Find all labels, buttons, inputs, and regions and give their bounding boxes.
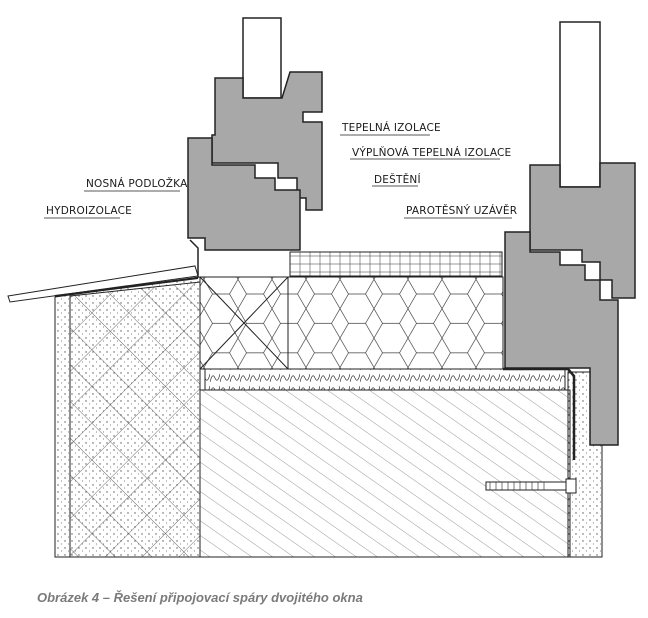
anchor-screw: [485, 478, 577, 494]
thermal-insulation: [199, 276, 504, 370]
outer-window-frame: [187, 17, 323, 251]
label-hydroizolace: HYDROIZOLACE: [46, 205, 132, 217]
label-parotesny-uzaver: PAROTĚSNÝ UZÁVĚR: [406, 204, 517, 217]
tiles-layer: [289, 251, 503, 277]
label-tepelna-izolace: TEPELNÁ IZOLACE: [341, 121, 441, 134]
inner-window-frame: [504, 21, 636, 446]
vapour-barrier: [503, 367, 576, 460]
label-vyplnova-tepelna-izolace: VÝPLŇOVÁ TEPELNÁ IZOLACE: [352, 146, 511, 159]
sill-flashing: [7, 239, 199, 303]
leader-lines: [44, 134, 512, 219]
label-desteni: DEŠTĚNÍ: [374, 173, 421, 186]
left-wall: [54, 276, 201, 558]
filling-insulation-strip: [204, 368, 566, 391]
figure-caption: Obrázek 4 – Řešení připojovací spáry dvo…: [37, 590, 363, 605]
label-nosna-podlozka: NOSNÁ PODLOŽKA: [86, 177, 188, 190]
window-joint-section-drawing: TEPELNÁ IZOLACE VÝPLŇOVÁ TEPELNÁ IZOLACE…: [7, 17, 636, 558]
concrete-sill-block: [199, 389, 571, 558]
